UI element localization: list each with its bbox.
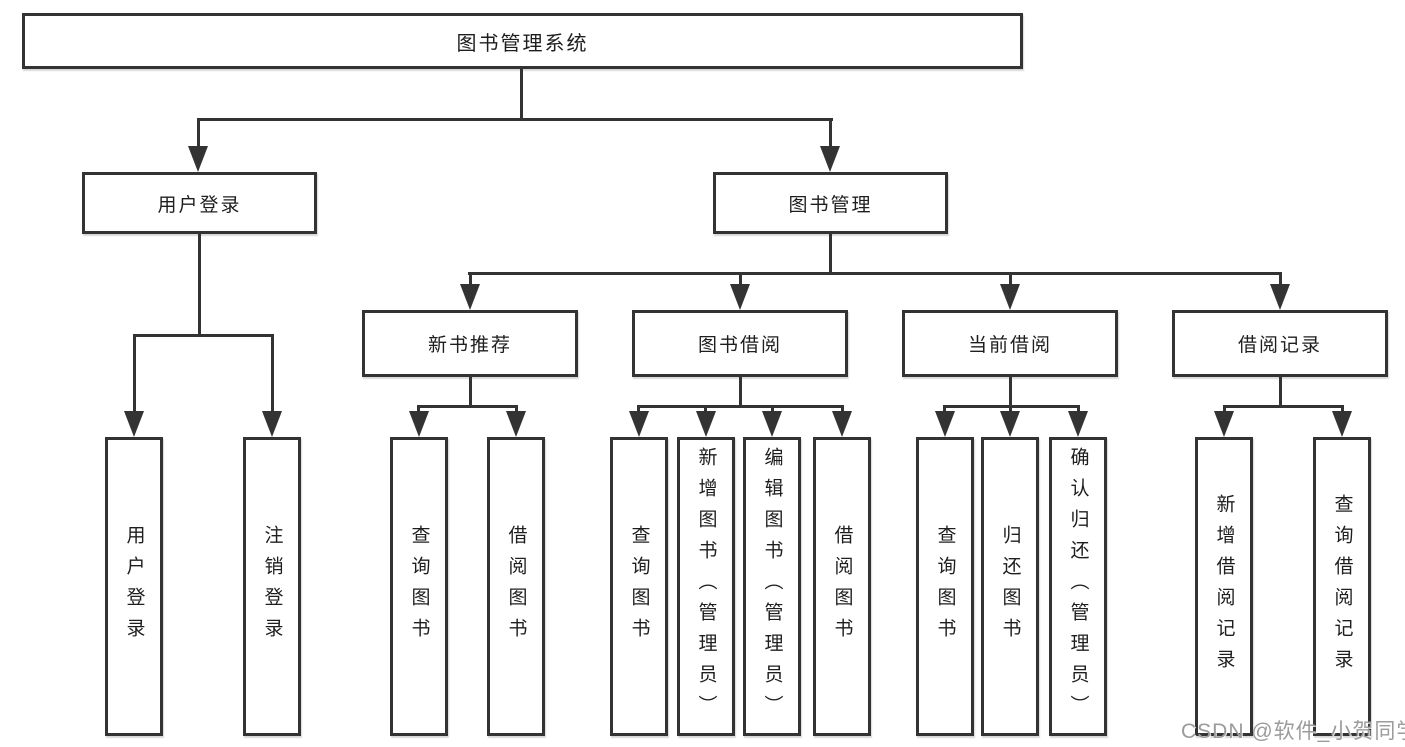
node-label: 图书管理系统	[456, 32, 589, 55]
connector-root-stem	[520, 69, 523, 120]
node-user-login: 用户登录	[82, 172, 317, 234]
connector-drop-borrow-add	[704, 405, 707, 414]
arrowhead-borrow-records	[1270, 284, 1290, 310]
leaf-current-return: 归还图书	[981, 437, 1039, 736]
leaf-logout: 注销登录	[243, 437, 301, 736]
leaf-label: 查询图书	[628, 524, 650, 649]
arrowhead-current-query	[935, 411, 955, 437]
connector-drop-records-add	[1223, 405, 1226, 414]
connector-drop-book-management	[829, 118, 832, 148]
arrowhead-newbook-query	[409, 411, 429, 437]
connector-drop-borrow-edit	[771, 405, 774, 414]
node-new-book-recommend: 新书推荐	[362, 310, 578, 377]
leaf-current-confirm: 确认归还（管理员）	[1049, 437, 1107, 736]
node-borrow-records: 借阅记录	[1172, 310, 1388, 377]
arrowhead-leaf-logout	[262, 411, 282, 437]
arrowhead-newbook-borrow	[506, 411, 526, 437]
leaf-label: 确认归还（管理员）	[1067, 447, 1089, 726]
connector-user-login-stem	[198, 234, 201, 337]
arrowhead-records-query	[1332, 411, 1352, 437]
connector-drop-current-query	[943, 405, 946, 414]
connector-records-branch	[1223, 405, 1344, 408]
connector-drop-book-borrow	[739, 272, 742, 286]
leaf-borrow-add: 新增图书（管理员）	[677, 437, 735, 736]
connector-drop-leaf-user-login	[133, 334, 136, 412]
connector-drop-borrow-borrow	[841, 405, 844, 414]
leaf-borrow-query: 查询图书	[610, 437, 668, 736]
node-current-borrow: 当前借阅	[902, 310, 1118, 377]
arrowhead-borrow-edit	[762, 411, 782, 437]
connector-drop-new-book	[469, 272, 472, 286]
connector-newbook-stem	[469, 377, 472, 408]
leaf-label: 查询借阅记录	[1331, 493, 1353, 680]
leaf-current-query: 查询图书	[916, 437, 974, 736]
leaf-user-login: 用户登录	[105, 437, 163, 736]
leaf-newbook-borrow: 借阅图书	[487, 437, 545, 736]
leaf-borrow-edit: 编辑图书（管理员）	[743, 437, 801, 736]
arrowhead-borrow-borrow	[832, 411, 852, 437]
leaf-label: 归还图书	[999, 524, 1021, 649]
connector-drop-current-return	[1009, 405, 1012, 414]
connector-borrow-stem	[739, 377, 742, 408]
leaf-records-query: 查询借阅记录	[1313, 437, 1371, 736]
arrowhead-borrow-query	[629, 411, 649, 437]
arrowhead-current-confirm	[1068, 411, 1088, 437]
connector-drop-leaf-logout	[271, 334, 274, 412]
node-label: 图书管理	[788, 194, 873, 216]
arrowhead-book-borrow	[730, 284, 750, 310]
connector-book-management-stem	[829, 234, 832, 274]
leaf-label: 注销登录	[261, 524, 283, 649]
node-label: 新书推荐	[427, 335, 512, 356]
leaf-label: 新增图书（管理员）	[695, 447, 717, 726]
connector-drop-borrow-records	[1279, 272, 1282, 286]
node-library-management-system: 图书管理系统	[22, 13, 1023, 69]
arrowhead-book-management	[820, 146, 840, 172]
leaf-label: 借阅图书	[505, 524, 527, 649]
connector-drop-borrow-query	[637, 405, 640, 414]
connector-drop-user-login	[197, 118, 200, 148]
connector-borrow-branch	[637, 405, 844, 408]
arrowhead-leaf-user-login	[124, 411, 144, 437]
arrowhead-current-borrow	[1000, 284, 1020, 310]
node-label: 借阅记录	[1237, 335, 1322, 356]
leaf-label: 编辑图书（管理员）	[761, 447, 783, 726]
connector-root-branch	[197, 118, 833, 121]
arrowhead-current-return	[1000, 411, 1020, 437]
leaf-label: 查询图书	[934, 524, 956, 649]
node-label: 图书借阅	[697, 335, 782, 356]
arrowhead-user-login	[188, 146, 208, 172]
leaf-newbook-query: 查询图书	[390, 437, 448, 736]
leaf-records-add: 新增借阅记录	[1195, 437, 1253, 736]
leaf-label: 查询图书	[408, 524, 430, 649]
node-label: 用户登录	[157, 194, 242, 216]
node-label: 当前借阅	[967, 335, 1052, 356]
arrowhead-new-book	[460, 284, 480, 310]
connector-drop-newbook-query	[417, 405, 420, 414]
connector-drop-newbook-borrow	[515, 405, 518, 414]
leaf-label: 用户登录	[123, 524, 145, 649]
connector-drop-current-confirm	[1077, 405, 1080, 414]
connector-newbook-branch	[417, 405, 518, 408]
leaf-label: 借阅图书	[831, 524, 853, 649]
leaf-label: 新增借阅记录	[1213, 493, 1235, 680]
connector-book-management-branch	[468, 272, 1281, 275]
connector-drop-records-query	[1341, 405, 1344, 414]
csdn-watermark: CSDN @软件_小贺同学	[1181, 720, 1405, 743]
node-book-management: 图书管理	[713, 172, 948, 234]
arrowhead-records-add	[1214, 411, 1234, 437]
connector-records-stem	[1279, 377, 1282, 408]
connector-drop-current-borrow	[1009, 272, 1012, 286]
connector-current-stem	[1009, 377, 1012, 408]
node-book-borrow: 图书借阅	[632, 310, 848, 377]
connector-user-login-branch	[133, 334, 274, 337]
arrowhead-borrow-add	[696, 411, 716, 437]
leaf-borrow-borrow: 借阅图书	[813, 437, 871, 736]
